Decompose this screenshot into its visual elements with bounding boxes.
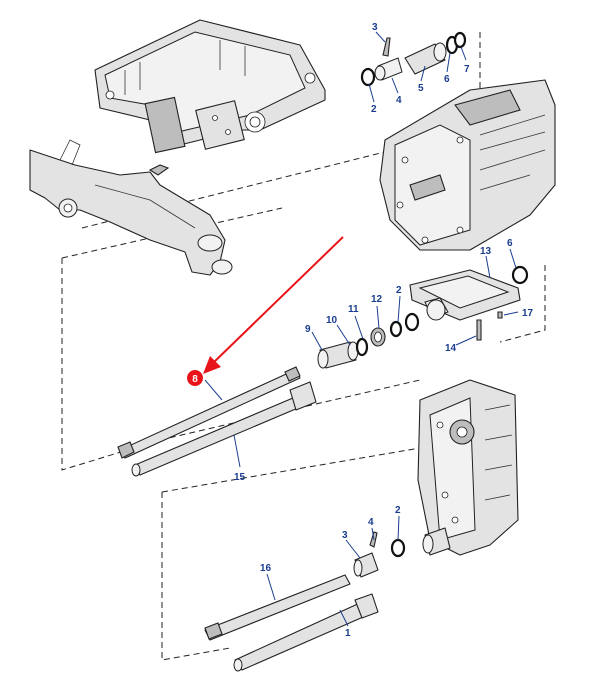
top-housing-frame: [94, 19, 326, 154]
middle-parts-group: [317, 265, 529, 369]
callout-17: 17: [522, 308, 534, 319]
axle-beam: [29, 139, 233, 276]
callout-9: 9: [305, 324, 311, 335]
callout-1: 1: [345, 628, 351, 639]
callout-6-top: 6: [444, 74, 450, 85]
highlight-badge-label: 8: [192, 374, 198, 385]
callout-5-top: 5: [418, 83, 424, 94]
callout-2-mid: 2: [396, 285, 402, 296]
highlight-badge: 8: [187, 370, 203, 386]
callout-13: 13: [480, 246, 492, 257]
highlight-arrow: [203, 236, 344, 374]
gearbox-housing: [379, 79, 556, 251]
callout-2-top: 2: [371, 104, 377, 115]
upper-parts-group: [360, 31, 467, 87]
highlight-badge-circle: [187, 370, 203, 386]
callout-10: 10: [326, 315, 338, 326]
callout-labels: 3 2 4 5 6 7 13 6 17 14 10 11 12 2 9 15 3…: [234, 22, 534, 639]
callout-16: 16: [260, 563, 272, 574]
shafts-upper: [117, 366, 317, 477]
lower-parts-group: [204, 531, 406, 672]
callout-4-low: 4: [368, 517, 374, 528]
callout-2-low: 2: [395, 505, 401, 516]
callout-4-top: 4: [396, 95, 402, 106]
callout-15: 15: [234, 472, 246, 483]
callout-7-top: 7: [464, 64, 470, 75]
callout-leader-lines: [204, 31, 519, 627]
callout-14: 14: [445, 343, 457, 354]
lower-gear-housing: [417, 379, 519, 556]
callout-12: 12: [371, 294, 383, 305]
callout-3-top: 3: [372, 22, 378, 33]
callout-3-low: 3: [342, 530, 348, 541]
callout-6-mid: 6: [507, 238, 513, 249]
callout-11: 11: [348, 304, 359, 315]
